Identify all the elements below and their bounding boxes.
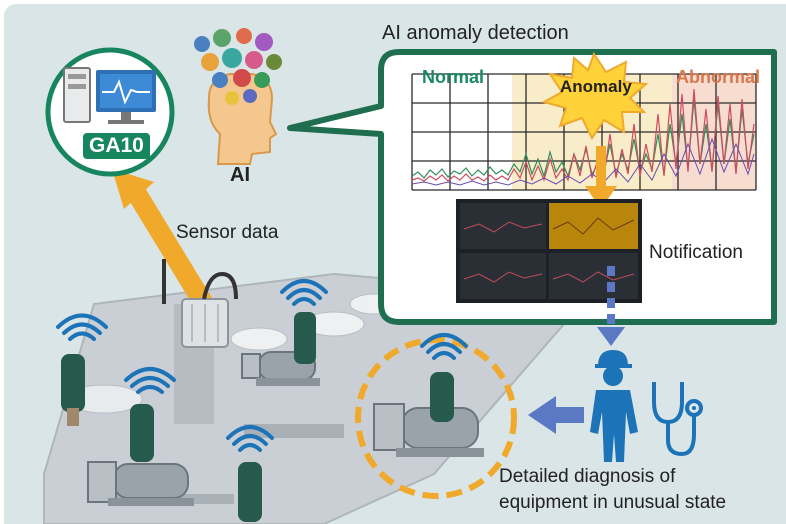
alert-dashed-arrow bbox=[597, 266, 625, 346]
callout-title: AI anomaly detection bbox=[382, 22, 569, 44]
wifi-icon bbox=[124, 367, 176, 394]
anomaly-burst bbox=[541, 51, 649, 140]
wireless-sensor-icon bbox=[61, 354, 85, 426]
diagnosis-line-1: Detailed diagnosis of bbox=[499, 466, 676, 487]
wireless-sensor-icon bbox=[294, 312, 316, 364]
stethoscope-icon bbox=[652, 382, 703, 457]
diagram-canvas: AI anomaly detection Normal Abnormal Ano… bbox=[4, 4, 786, 524]
notification-label: Notification bbox=[649, 242, 743, 263]
device-label: GA10 bbox=[83, 133, 150, 159]
wireless-sensor-icon bbox=[130, 404, 154, 462]
notification-arrow bbox=[585, 146, 617, 209]
phase-abnormal-label: Abnormal bbox=[676, 67, 761, 87]
diagnosis-arrow bbox=[528, 396, 584, 434]
diagram-graphics bbox=[43, 28, 777, 524]
wifi-icon bbox=[56, 313, 108, 341]
sensor-data-label: Sensor data bbox=[176, 222, 279, 243]
wireless-sensor-icon bbox=[238, 462, 262, 522]
gateway-device bbox=[162, 259, 238, 348]
notification-screens bbox=[456, 199, 642, 303]
pump-icon bbox=[241, 351, 320, 386]
ai-label: AI bbox=[230, 164, 250, 186]
wifi-icon bbox=[226, 425, 274, 452]
pump-icon bbox=[87, 461, 194, 506]
phase-anomaly-label: Anomaly bbox=[560, 77, 632, 96]
diagnosis-line-2: equipment in unusual state bbox=[499, 492, 727, 513]
ai-head-gears-icon bbox=[194, 28, 282, 165]
phase-normal-label: Normal bbox=[422, 67, 485, 87]
pump-icon bbox=[373, 403, 484, 457]
diagnosis-label: Detailed diagnosis of equipment in unusu… bbox=[499, 464, 726, 516]
worker-icon bbox=[590, 350, 638, 462]
wifi-icon bbox=[280, 279, 328, 306]
wireless-sensor-icon bbox=[430, 372, 454, 422]
sensor-data-arrow bbox=[112, 169, 213, 310]
wifi-icon bbox=[420, 333, 468, 360]
highlight-circle bbox=[355, 337, 517, 499]
